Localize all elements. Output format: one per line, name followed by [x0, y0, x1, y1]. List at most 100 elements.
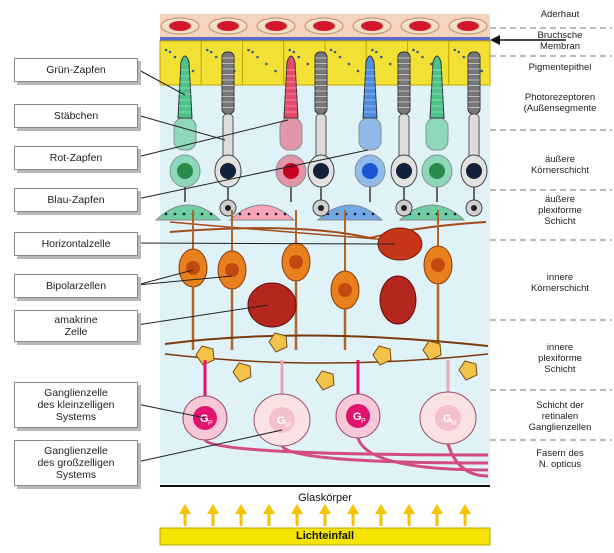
amacrine-cell — [380, 276, 416, 324]
cone-inner-segment — [280, 118, 302, 150]
bipolar-nucleus — [289, 255, 303, 269]
choroid-nucleus — [169, 21, 191, 31]
label-blau-zapfen: Blau-Zapfen — [14, 188, 138, 212]
pigment-granule — [274, 70, 277, 73]
receptor-nucleus — [396, 163, 412, 179]
pigment-granule — [251, 51, 254, 54]
synaptic-vesicle — [336, 213, 339, 216]
synaptic-vesicle — [210, 213, 213, 216]
pigment-granule — [357, 70, 360, 73]
light-arrow-head — [375, 504, 387, 514]
ganglion-subscript: P — [361, 418, 366, 425]
choroid-nucleus — [361, 21, 383, 31]
light-arrow-head — [347, 504, 359, 514]
label-bruchsche-membran: Bruchsche Membran — [508, 30, 612, 52]
pigment-granule — [192, 70, 195, 73]
rod-outer-segment — [315, 52, 327, 114]
pigment-granule — [457, 51, 460, 54]
pigment-granule — [292, 51, 295, 54]
light-arrow-head — [291, 504, 303, 514]
pigment-granule — [174, 56, 177, 59]
label-rot-zapfen: Rot-Zapfen — [14, 146, 138, 170]
label-ganglienzelle-klein: Ganglienzelle des kleinzelligen Systems — [14, 382, 138, 428]
rod-inner-segment — [316, 114, 326, 160]
pigment-cell — [243, 41, 284, 85]
synaptic-vesicle — [257, 213, 260, 216]
rod-outer-segment — [398, 52, 410, 114]
rod-synapse — [225, 205, 231, 211]
synaptic-vesicle — [174, 213, 177, 216]
synaptic-vesicle — [445, 213, 448, 216]
choroid-nucleus — [409, 21, 431, 31]
light-arrow-head — [235, 504, 247, 514]
cone-inner-segment — [359, 118, 381, 150]
pigment-granule — [375, 51, 378, 54]
choroid-nucleus — [217, 21, 239, 31]
synaptic-vesicle — [284, 213, 287, 216]
bipolar-nucleus — [431, 258, 445, 272]
pigment-granule — [462, 56, 465, 59]
receptor-nucleus — [466, 163, 482, 179]
bruch-arrow-head — [490, 35, 500, 45]
choroid-nucleus — [265, 21, 287, 31]
synaptic-vesicle — [372, 213, 375, 216]
synaptic-vesicle — [363, 213, 366, 216]
pigment-granule — [380, 56, 383, 59]
pigment-granule — [256, 56, 259, 59]
rod-inner-segment — [223, 114, 233, 160]
pigment-granule — [480, 70, 483, 73]
pigment-granule — [330, 49, 333, 52]
label-bipolarzellen: Bipolarzellen — [14, 274, 138, 298]
pigment-granule — [210, 51, 213, 54]
ganglion-subscript: M — [451, 420, 457, 427]
label-photorezeptoren: Photorezeptoren (Außensegmente — [508, 92, 612, 114]
pigment-granule — [453, 49, 456, 52]
choroid-nucleus — [457, 21, 479, 31]
rod-synapse — [401, 205, 407, 211]
light-arrow-head — [403, 504, 415, 514]
amacrine-cell — [248, 283, 296, 327]
synaptic-vesicle — [427, 213, 430, 216]
rod-synapse — [318, 205, 324, 211]
label-ganglienzellschicht: Schicht der retinalen Ganglienzellen — [508, 400, 612, 433]
light-arrow-head — [263, 504, 275, 514]
label-glaskoerper: Glaskörper — [160, 492, 490, 504]
label-lichteinfall: Lichteinfall — [160, 530, 490, 542]
ganglion-subscript: P — [208, 420, 213, 427]
label-gruen-zapfen: Grün-Zapfen — [14, 58, 138, 82]
rod-synapse — [471, 205, 477, 211]
pigment-granule — [306, 63, 309, 66]
synaptic-vesicle — [183, 213, 186, 216]
pigment-granule — [339, 56, 342, 59]
label-staebchen: Stäbchen — [14, 104, 138, 128]
synaptic-vesicle — [165, 213, 168, 216]
light-arrow-head — [319, 504, 331, 514]
synaptic-vesicle — [454, 213, 457, 216]
receptor-nucleus — [429, 163, 445, 179]
choroid-nucleus — [313, 21, 335, 31]
bruch-membrane — [160, 37, 490, 41]
pigment-cell — [325, 41, 366, 85]
synaptic-vesicle — [354, 213, 357, 216]
pigment-granule — [297, 56, 300, 59]
pigment-granule — [348, 63, 351, 66]
synaptic-vesicle — [418, 213, 421, 216]
pigment-granule — [371, 49, 374, 52]
ganglion-subscript: M — [285, 422, 291, 429]
label-innere-plexiforme: innere plexiforme Schicht — [508, 342, 612, 375]
rod-inner-segment — [399, 114, 409, 160]
rod-inner-segment — [469, 114, 479, 160]
pigment-granule — [215, 56, 218, 59]
rod-outer-segment — [222, 52, 234, 114]
synaptic-vesicle — [201, 213, 204, 216]
label-amakrine-zelle: amakrine Zelle — [14, 310, 138, 342]
receptor-nucleus — [362, 163, 378, 179]
pigment-granule — [247, 49, 250, 52]
rod-outer-segment — [468, 52, 480, 114]
pigment-granule — [421, 56, 424, 59]
pigment-granule — [169, 51, 172, 54]
label-fasern-opticus: Fasern des N. opticus — [508, 448, 612, 470]
label-aeussere-koernerschicht: äußere Körnerschicht — [508, 154, 612, 176]
bipolar-nucleus — [186, 261, 200, 275]
pigment-granule — [288, 49, 291, 52]
